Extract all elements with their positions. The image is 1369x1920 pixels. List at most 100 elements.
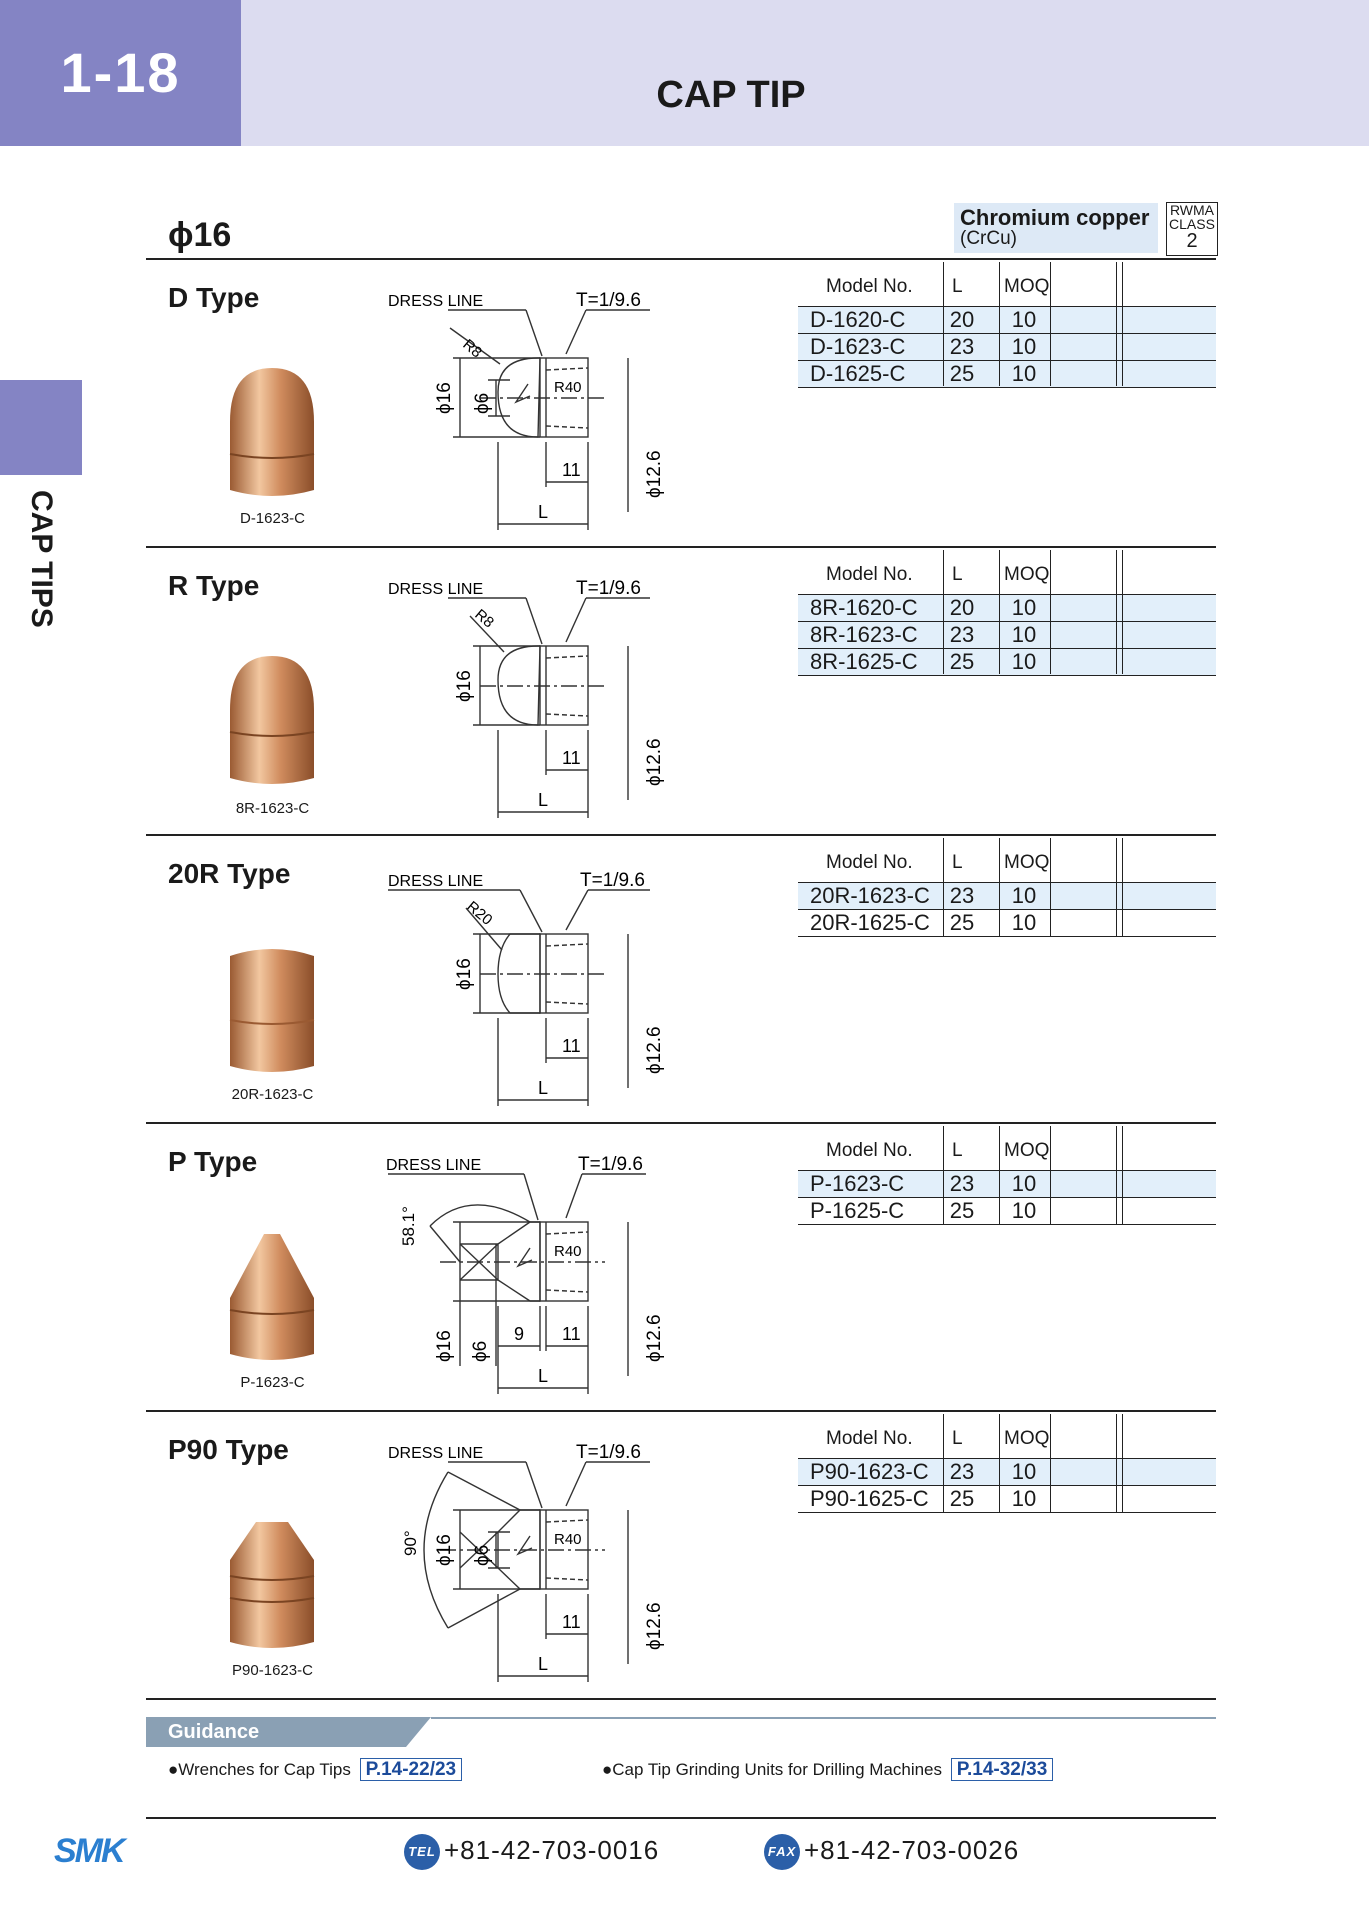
col-moq: MOQ xyxy=(1004,564,1050,585)
column-separator xyxy=(1122,1414,1123,1512)
r40-label: R40 xyxy=(554,379,582,396)
column-separator xyxy=(943,1414,944,1512)
length-11-label: 11 xyxy=(562,460,581,480)
length-11-label: 11 xyxy=(562,1324,581,1344)
cell-moq: 10 xyxy=(1011,595,1037,620)
length-l-label: L xyxy=(538,790,548,810)
size-heading: ϕ16 xyxy=(168,216,232,254)
material-box xyxy=(954,203,1158,253)
column-separator xyxy=(943,838,944,936)
col-length: L xyxy=(952,852,963,873)
phone-icon: TEL xyxy=(404,1834,440,1870)
phi6-label: ϕ6 xyxy=(472,393,493,414)
guidance-label: Guidance xyxy=(168,1721,260,1743)
col-model: Model No. xyxy=(826,276,913,297)
page-reference-link[interactable]: P.14-32/33 xyxy=(950,1758,1054,1781)
cell-length: 25 xyxy=(949,361,975,386)
radius-label: R8 xyxy=(471,606,497,631)
phi16-label: ϕ16 xyxy=(454,958,475,990)
table-row: D-1623-C 23 10 xyxy=(798,334,1216,361)
column-separator xyxy=(1050,1414,1051,1512)
cell-length: 23 xyxy=(949,334,975,359)
cell-moq: 10 xyxy=(1011,649,1037,674)
phi16-label: ϕ16 xyxy=(434,1330,455,1362)
material-name: Chromium copper xyxy=(960,205,1150,230)
guidance-band xyxy=(146,1717,1216,1747)
technical-drawing: DRESS LINE T=1/9.6 R20 ϕ16 ϕ12.6 11 L xyxy=(388,870,665,1106)
section-divider xyxy=(146,546,1216,548)
phi126-label: ϕ12.6 xyxy=(644,1314,665,1362)
cell-model: D-1623-C xyxy=(810,334,906,359)
fax-number: +81-42-703-0026 xyxy=(804,1834,1020,1865)
cell-length: 20 xyxy=(949,595,975,620)
table-header: Model No. L MOQ xyxy=(798,550,1216,595)
cell-model: P-1625-C xyxy=(810,1198,905,1223)
phi126-label: ϕ12.6 xyxy=(644,1026,665,1074)
rwma-class-label: CLASS xyxy=(1169,216,1215,232)
column-separator xyxy=(1122,262,1123,386)
column-separator xyxy=(1050,550,1051,674)
phi16-label: ϕ16 xyxy=(454,670,475,702)
phi16-label: ϕ16 xyxy=(434,382,455,414)
col-model: Model No. xyxy=(826,564,913,585)
phi126-label: ϕ12.6 xyxy=(644,738,665,786)
col-moq: MOQ xyxy=(1004,852,1050,873)
cell-length: 23 xyxy=(949,1459,975,1484)
length-9-label: 9 xyxy=(514,1324,524,1344)
taper-label: T=1/9.6 xyxy=(576,578,641,599)
cell-model: 20R-1623-C xyxy=(810,883,930,908)
column-separator xyxy=(1050,838,1051,936)
cell-moq: 10 xyxy=(1011,1171,1037,1196)
table-header: Model No. L MOQ xyxy=(798,838,1216,883)
side-tab-marker xyxy=(0,380,82,475)
column-separator xyxy=(999,262,1000,386)
cell-moq: 10 xyxy=(1011,334,1037,359)
taper-label: T=1/9.6 xyxy=(576,290,641,311)
cell-length: 23 xyxy=(949,622,975,647)
section-divider xyxy=(146,258,1216,260)
column-separator xyxy=(999,838,1000,936)
cell-model: P90-1623-C xyxy=(810,1459,929,1484)
column-separator xyxy=(1116,262,1117,386)
column-separator xyxy=(999,1414,1000,1512)
cell-moq: 10 xyxy=(1011,307,1037,332)
phi16-label: ϕ16 xyxy=(434,1534,455,1566)
column-separator xyxy=(1116,550,1117,674)
cell-moq: 10 xyxy=(1011,910,1037,935)
photo-caption: P-1623-C xyxy=(240,1374,305,1391)
cell-model: 8R-1625-C xyxy=(810,649,918,674)
section-title: P Type xyxy=(168,1146,258,1177)
photo-caption: 20R-1623-C xyxy=(231,1086,314,1103)
page-reference-link[interactable]: P.14-22/23 xyxy=(359,1758,463,1781)
length-l-label: L xyxy=(538,1366,548,1386)
tel-contact: TEL+81-42-703-0016 xyxy=(404,1834,659,1870)
cell-model: 8R-1623-C xyxy=(810,622,918,647)
cell-moq: 10 xyxy=(1011,1198,1037,1223)
length-11-label: 11 xyxy=(562,1036,581,1056)
cell-model: P-1623-C xyxy=(810,1171,905,1196)
technical-drawing: DRESS LINE T=1/9.6 R8 R40 ϕ16 ϕ6 ϕ12.6 1… xyxy=(388,290,665,530)
material-abbr: (CrCu) xyxy=(960,228,1017,249)
cell-length: 25 xyxy=(949,649,975,674)
table-row: 8R-1625-C 25 10 xyxy=(798,649,1216,676)
cell-moq: 10 xyxy=(1011,361,1037,386)
taper-label: T=1/9.6 xyxy=(578,1154,643,1175)
tel-number: +81-42-703-0016 xyxy=(444,1834,660,1865)
technical-drawing: DRESS LINE T=1/9.6 90° R40 ϕ16 ϕ6 ϕ12.6 … xyxy=(388,1442,665,1682)
section-divider xyxy=(146,834,1216,836)
col-moq: MOQ xyxy=(1004,1140,1050,1161)
svg-text:SMK: SMK xyxy=(54,1834,128,1866)
cell-model: D-1620-C xyxy=(810,307,906,332)
dress-line-label: DRESS LINE xyxy=(388,1445,483,1462)
cell-length: 20 xyxy=(949,307,975,332)
rwma-class-box: RWMA CLASS 2 xyxy=(1166,202,1218,256)
section-20r-type: 20R Type 20R-1623-C DRESS LINE T=1/9.6 R… xyxy=(0,838,1369,1126)
section-p90-type: P90 Type P90-1623-C DRESS LINE xyxy=(0,1414,1369,1702)
column-separator xyxy=(999,550,1000,674)
